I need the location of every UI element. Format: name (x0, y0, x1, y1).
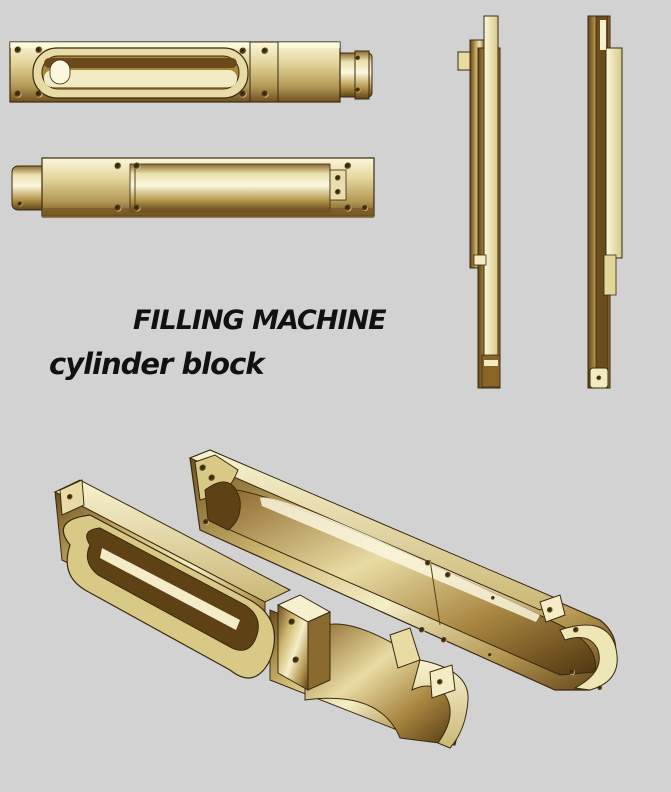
title-line-1: FILLING MACHINE (133, 305, 387, 336)
isometric-part-1 (53, 479, 469, 749)
isometric-part-2 (188, 449, 618, 691)
side-view-part-1 (457, 15, 501, 389)
side-view-part-2 (587, 15, 623, 389)
top-view-part-2 (11, 157, 375, 218)
title-line-2: cylinder block (49, 347, 265, 381)
top-view-part-1 (9, 41, 373, 103)
